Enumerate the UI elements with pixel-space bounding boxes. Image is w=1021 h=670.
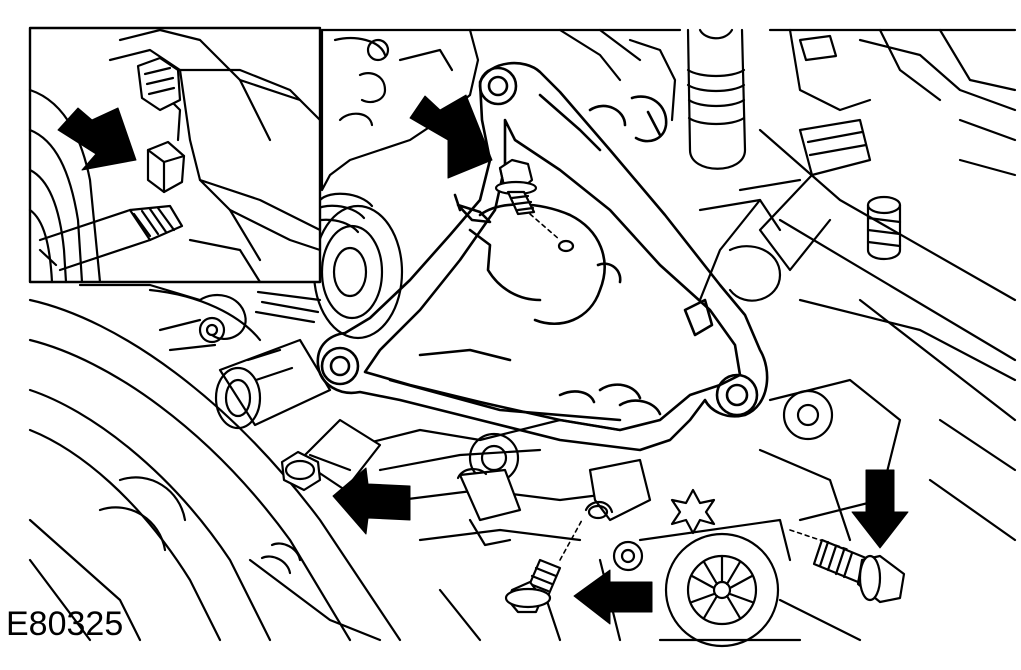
bracket-bolt-top: [494, 158, 575, 253]
bracket-bolt-lower: [504, 519, 583, 614]
inset-pointer-arrow: [57, 107, 137, 171]
pointer-arrow-bottom: [573, 569, 653, 625]
hose-connector: [280, 418, 652, 547]
pointer-arrow-top: [409, 94, 493, 179]
inset-drawing: [28, 28, 322, 284]
pointer-arrow-left-lower: [332, 467, 411, 535]
background-engine-parts: [28, 28, 1017, 648]
mounting-bracket: [316, 61, 769, 452]
bracket-bolt-right: [789, 529, 906, 604]
figure-reference-code: E80325: [6, 605, 124, 643]
pointer-arrow-right: [851, 469, 909, 549]
detail-inset: [28, 26, 322, 284]
